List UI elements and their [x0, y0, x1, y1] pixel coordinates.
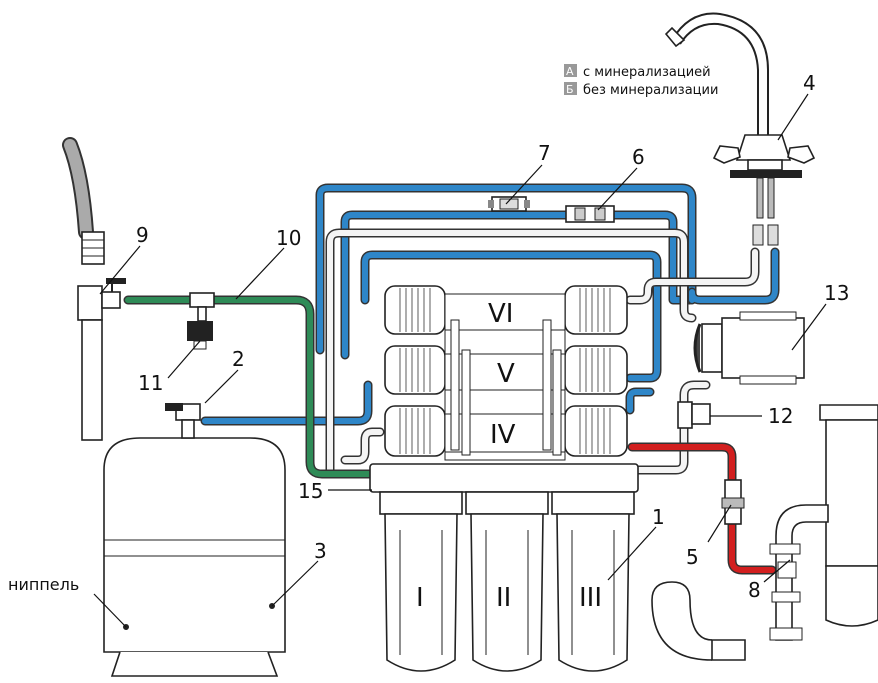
booster-pump-13	[693, 311, 805, 385]
callout-6: 6	[632, 145, 645, 169]
legend: А с минерализацией Б без минерализации	[564, 64, 718, 98]
storage-tank	[103, 403, 286, 677]
legend-text-a: с минерализацией	[583, 65, 711, 80]
green-tube	[123, 295, 380, 479]
filter-label-iii: III	[579, 583, 602, 613]
housing-i	[384, 513, 458, 672]
callout-2: 2	[232, 347, 245, 371]
callout-4: 4	[803, 71, 816, 95]
filter-labels: VI V IV I II III	[416, 299, 602, 613]
drain-valve-5	[721, 479, 745, 525]
callout-8: 8	[748, 578, 761, 602]
blue-tubes	[200, 183, 780, 426]
legend-key-a: А	[566, 65, 574, 78]
check-valve-6	[565, 205, 615, 223]
housing-ii	[470, 513, 544, 672]
drain-tee-11	[187, 292, 215, 350]
callout-15: 15	[298, 479, 323, 503]
tubes	[123, 183, 780, 575]
faucet	[664, 12, 816, 246]
white-tubes	[325, 228, 760, 475]
callout-1: 1	[652, 505, 665, 529]
housing-iii	[556, 513, 630, 672]
callout-11: 11	[138, 371, 163, 395]
cold-water-supply	[62, 137, 126, 441]
callouts: 1 2 3 4 5 6 7 8 9 10 11 12 13 15 ниппель	[8, 71, 849, 628]
nipple-label: ниппель	[8, 575, 79, 594]
flow-restrictor-7	[488, 196, 530, 212]
prefilter-block	[369, 463, 639, 672]
legend-key-b: Б	[566, 83, 574, 96]
filter-label-iv: IV	[490, 420, 516, 450]
callout-13: 13	[824, 281, 849, 305]
filter-label-vi: VI	[488, 299, 513, 329]
legend-text-b: без минерализации	[583, 83, 718, 98]
filter-label-i: I	[416, 583, 424, 613]
legend-item-a: А с минерализацией	[564, 64, 711, 80]
callout-7: 7	[538, 141, 551, 165]
callout-9: 9	[136, 223, 149, 247]
legend-key-a-box	[564, 64, 577, 77]
callout-3: 3	[314, 539, 327, 563]
callout-12: 12	[768, 404, 793, 428]
filter-label-v: V	[497, 359, 515, 389]
callout-10: 10	[276, 226, 301, 250]
filter-label-ii: II	[496, 583, 511, 613]
upper-filter-stack	[384, 285, 628, 461]
legend-key-b-box	[564, 82, 577, 95]
sink-drain	[651, 404, 878, 661]
pressure-switch-12	[677, 401, 711, 429]
callout-5: 5	[686, 545, 699, 569]
legend-item-b: Б без минерализации	[564, 82, 718, 98]
